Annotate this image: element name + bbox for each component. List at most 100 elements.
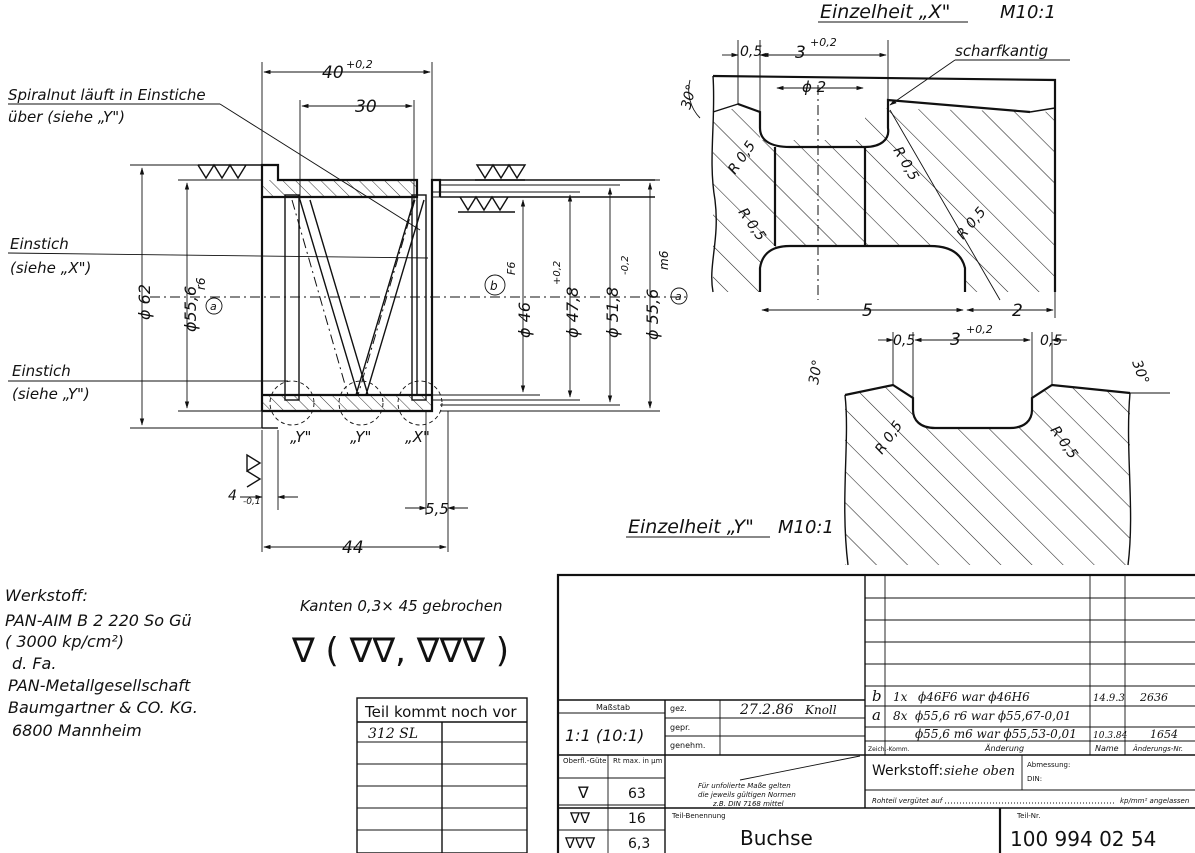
detail-y-title: Einzelheit „Y": [628, 516, 754, 538]
svg-text:ϕ 62: ϕ 62: [135, 284, 154, 320]
svg-text:Teil-Benennung: Teil-Benennung: [671, 812, 726, 820]
svg-text:scharfkantig: scharfkantig: [955, 42, 1048, 60]
svg-text:( 3000 kp/cm²): ( 3000 kp/cm²): [5, 632, 124, 651]
svg-text:30°: 30°: [806, 358, 826, 385]
part-name: Buchse: [740, 826, 813, 850]
svg-text:40: 40: [322, 63, 344, 83]
detail-x-title: Einzelheit „X": [820, 1, 950, 23]
svg-text:Zeich.-Komm.: Zeich.-Komm.: [868, 746, 910, 753]
svg-text:4: 4: [228, 488, 237, 504]
svg-text:0,5: 0,5: [893, 333, 915, 349]
svg-text:1:1 (10:1): 1:1 (10:1): [565, 726, 644, 745]
surface-symbols: ∇ ( ∇∇, ∇∇∇ ): [291, 631, 509, 671]
svg-text:∇∇∇: ∇∇∇: [564, 834, 596, 852]
svg-text:Rt max. in µm: Rt max. in µm: [613, 757, 663, 765]
svg-text:m6: m6: [657, 250, 671, 270]
svg-text:a: a: [210, 300, 217, 313]
svg-text:30: 30: [355, 97, 377, 117]
svg-text:5: 5: [862, 301, 873, 321]
svg-text:3: 3: [950, 330, 961, 350]
svg-text:∇∇: ∇∇: [569, 809, 591, 827]
svg-text:27.2.86: 27.2.86: [739, 702, 794, 718]
svg-text:2: 2: [1012, 301, 1023, 321]
detail-y: 0,5 3 +0,2 0,5 30° 30° R 0,5 R 0,5 Einze…: [626, 323, 1170, 566]
svg-text:PAN-Metallgesellschaft: PAN-Metallgesellschaft: [8, 676, 191, 695]
svg-text:-0,1: -0,1: [243, 497, 261, 507]
svg-text:„Y": „Y": [350, 428, 371, 446]
svg-text:z.B. DIN 7168 mittel: z.B. DIN 7168 mittel: [712, 800, 784, 808]
svg-text:ϕ 47,8: ϕ 47,8: [563, 287, 582, 338]
svg-text:312 SL: 312 SL: [368, 726, 418, 742]
svg-text:die jeweils gültigen Normen: die jeweils gültigen Normen: [698, 791, 796, 799]
svg-text:44: 44: [342, 538, 364, 558]
svg-text:Baumgartner & CO. KG.: Baumgartner & CO. KG.: [8, 698, 198, 717]
svg-text:gez.: gez.: [670, 704, 687, 713]
svg-text:+0,2: +0,2: [346, 58, 373, 71]
svg-text:siehe oben: siehe oben: [944, 764, 1015, 779]
svg-text:ϕ55,6 r6 war ϕ55,67-0,01: ϕ55,6 r6 war ϕ55,67-0,01: [915, 709, 1071, 723]
svg-text:Werkstoff:: Werkstoff:: [5, 586, 88, 605]
svg-text:ϕ 2: ϕ 2: [802, 78, 826, 96]
svg-text:ϕ46F6 war ϕ46H6: ϕ46F6 war ϕ46H6: [918, 690, 1030, 704]
svg-text:über (siehe „Y"): über (siehe „Y"): [8, 108, 125, 126]
svg-text:b: b: [490, 279, 498, 293]
svg-text:Name: Name: [1095, 744, 1119, 753]
svg-text:a: a: [675, 290, 682, 303]
svg-text:ϕ 51,8: ϕ 51,8: [603, 287, 622, 338]
svg-text:Knoll: Knoll: [804, 703, 837, 717]
svg-text:d. Fa.: d. Fa.: [12, 654, 56, 673]
detail-x: Einzelheit „X" M10:1 0,5 3 +0,2 ϕ 2 scha…: [678, 1, 1070, 321]
groove-x-note: Einstich: [10, 235, 69, 253]
svg-text:kp/mm² angelassen: kp/mm² angelassen: [1120, 797, 1189, 805]
svg-text:PAN-AIM B 2 220 So Gü: PAN-AIM B 2 220 So Gü: [5, 611, 192, 630]
svg-text:Abmessung:: Abmessung:: [1027, 761, 1070, 769]
svg-text:ϕ 46: ϕ 46: [515, 302, 534, 338]
svg-text:6800 Mannheim: 6800 Mannheim: [12, 721, 142, 740]
svg-text:ϕ 55,6: ϕ 55,6: [643, 289, 662, 340]
svg-text:+0,2: +0,2: [810, 36, 837, 49]
svg-text:„Y": „Y": [290, 428, 311, 446]
svg-text:Änderung: Änderung: [984, 743, 1024, 753]
svg-text:14.9.3: 14.9.3: [1093, 693, 1125, 704]
svg-text:Teil-Nr.: Teil-Nr.: [1016, 812, 1041, 820]
svg-text:0,5: 0,5: [1040, 333, 1062, 349]
svg-text:genehm.: genehm.: [670, 741, 705, 750]
svg-text:-0,2: -0,2: [620, 255, 631, 275]
part-occurs-table: Teil kommt noch vor 312 SL: [356, 697, 528, 853]
svg-text:Werkstoff:: Werkstoff:: [872, 763, 943, 779]
svg-text:8x: 8x: [893, 709, 908, 723]
svg-text:3: 3: [795, 43, 806, 63]
svg-text:(siehe „X"): (siehe „X"): [10, 259, 91, 277]
svg-text:(siehe „Y"): (siehe „Y"): [12, 385, 90, 403]
main-section-view: „Y" „Y" „X" 40 +0,2 30 Spiralnut läuft i…: [7, 58, 690, 558]
svg-text:5,5: 5,5: [425, 500, 449, 518]
svg-text:Maßstab: Maßstab: [596, 703, 630, 712]
material-notes: Werkstoff: PAN-AIM B 2 220 So Gü ( 3000 …: [5, 586, 509, 740]
title-block: Maßstab 1:1 (10:1) gez. 27.2.86 Knoll ge…: [556, 573, 1195, 853]
svg-text:gepr.: gepr.: [670, 723, 690, 732]
svg-text:Teil kommt noch vor: Teil kommt noch vor: [364, 703, 517, 721]
detail-y-scale: M10:1: [778, 517, 834, 538]
svg-text:+0,2: +0,2: [966, 323, 993, 336]
svg-text:1x: 1x: [893, 690, 908, 704]
svg-text:+0,2: +0,2: [552, 261, 563, 285]
groove-y-note: Einstich: [12, 362, 71, 380]
svg-text:2636: 2636: [1139, 691, 1168, 704]
svg-text:DIN:: DIN:: [1027, 775, 1042, 783]
part-number: 100 994 02 54: [1010, 827, 1156, 851]
svg-text:∇: ∇: [577, 783, 589, 802]
spiral-note: Spiralnut läuft in Einstiche: [8, 86, 206, 104]
svg-text:0,5: 0,5: [740, 44, 762, 60]
svg-text:r6: r6: [194, 277, 208, 290]
svg-text:Für unfolierte Maße gelten: Für unfolierte Maße gelten: [698, 782, 791, 790]
svg-text:10.3.84: 10.3.84: [1093, 731, 1128, 741]
svg-text:Änderungs-Nr.: Änderungs-Nr.: [1132, 744, 1183, 753]
detail-x-scale: M10:1: [1000, 2, 1056, 23]
svg-text:Oberfl.-Güte: Oberfl.-Güte: [563, 757, 606, 765]
svg-text:a: a: [872, 706, 881, 724]
svg-text:Rohteil vergütet auf: Rohteil vergütet auf: [872, 797, 944, 805]
svg-text:ϕ55,6 m6 war ϕ55,53-0,01: ϕ55,6 m6 war ϕ55,53-0,01: [915, 727, 1077, 741]
svg-text:16: 16: [628, 811, 646, 827]
svg-text:b: b: [872, 687, 882, 705]
